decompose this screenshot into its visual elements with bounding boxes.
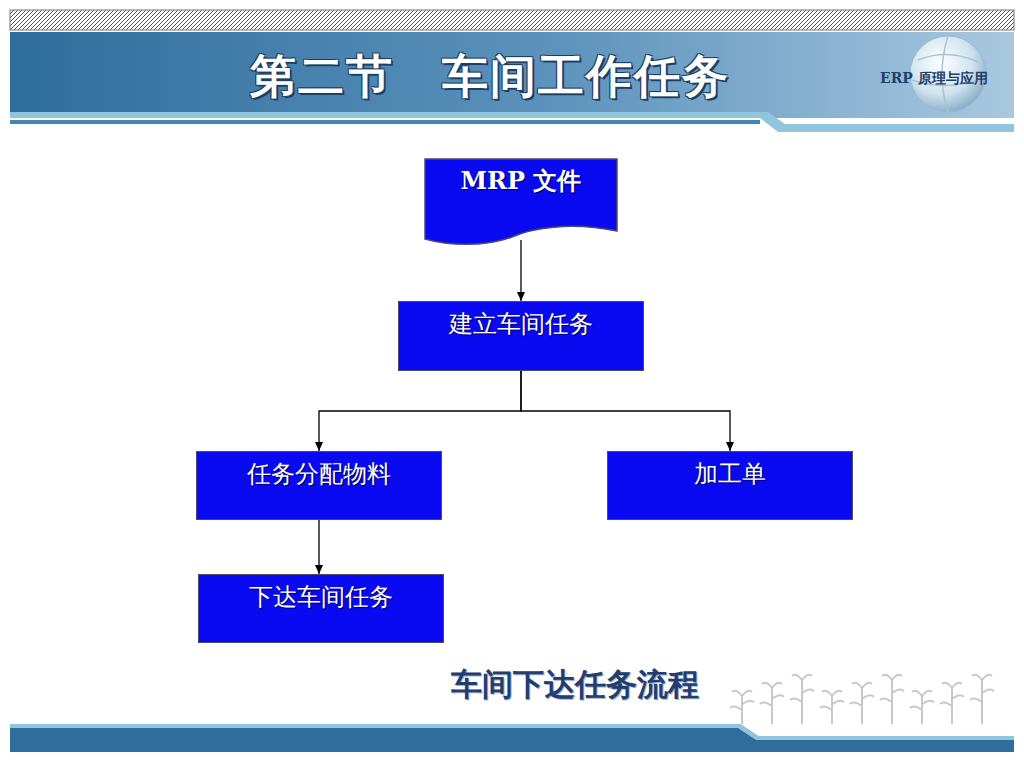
footer-band xyxy=(10,724,1014,752)
slide-title: 第二节 车间工作任务 xyxy=(160,46,820,108)
process-box: 下达车间任务 xyxy=(198,574,444,643)
brand-label: ERP 原理与应用 xyxy=(880,70,1020,88)
flow-arrow xyxy=(319,371,521,451)
box-label: MRP 文件 xyxy=(424,158,618,196)
header-underline xyxy=(10,112,1014,132)
flow-arrow xyxy=(521,371,730,451)
box-label: 建立车间任务 xyxy=(399,302,643,339)
process-box: 加工单 xyxy=(607,451,853,520)
plant-decoration xyxy=(730,675,994,724)
flow-arrow xyxy=(520,240,521,301)
box-label: 加工单 xyxy=(608,452,852,489)
document-shape: MRP 文件 xyxy=(424,158,618,246)
header-band xyxy=(10,32,1014,118)
box-label: 任务分配物料 xyxy=(197,452,441,489)
process-box: 任务分配物料 xyxy=(196,451,442,520)
diagram-caption: 车间下达任务流程 xyxy=(400,664,750,706)
box-label: 下达车间任务 xyxy=(199,575,443,612)
flow-arrow xyxy=(318,520,319,574)
hatched-strip xyxy=(10,10,1014,30)
process-box: 建立车间任务 xyxy=(398,301,644,371)
